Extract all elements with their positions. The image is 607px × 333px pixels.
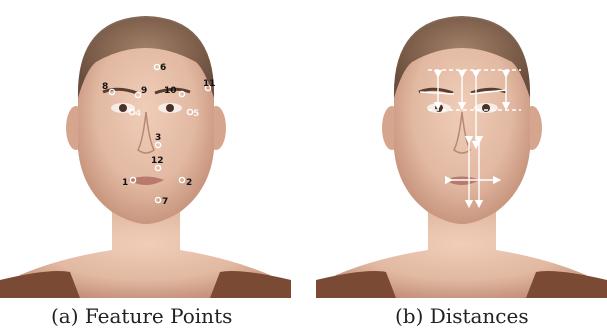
point-label-10: 10 [164, 86, 177, 96]
feature-points-image: 1 2 3 4 5 6 7 8 9 10 11 12 [0, 0, 291, 298]
point-label-4: 4 [135, 109, 141, 119]
caption-distances: (b) Distances [395, 302, 529, 330]
point-label-3: 3 [155, 133, 161, 143]
distances-image [316, 0, 607, 298]
point-label-1: 1 [122, 178, 128, 188]
point-label-11: 11 [203, 79, 216, 89]
point-label-7: 7 [162, 197, 168, 207]
point-label-12: 12 [151, 156, 164, 166]
point-label-2: 2 [186, 178, 192, 188]
point-label-9: 9 [141, 86, 147, 96]
point-label-6: 6 [160, 63, 166, 73]
caption-feature-points: (a) Feature Points [51, 302, 232, 330]
point-label-8: 8 [102, 82, 108, 92]
face-photo-b [316, 0, 607, 298]
face-photo-a: 1 2 3 4 5 6 7 8 9 10 11 12 [0, 0, 291, 298]
point-label-5: 5 [193, 109, 199, 119]
